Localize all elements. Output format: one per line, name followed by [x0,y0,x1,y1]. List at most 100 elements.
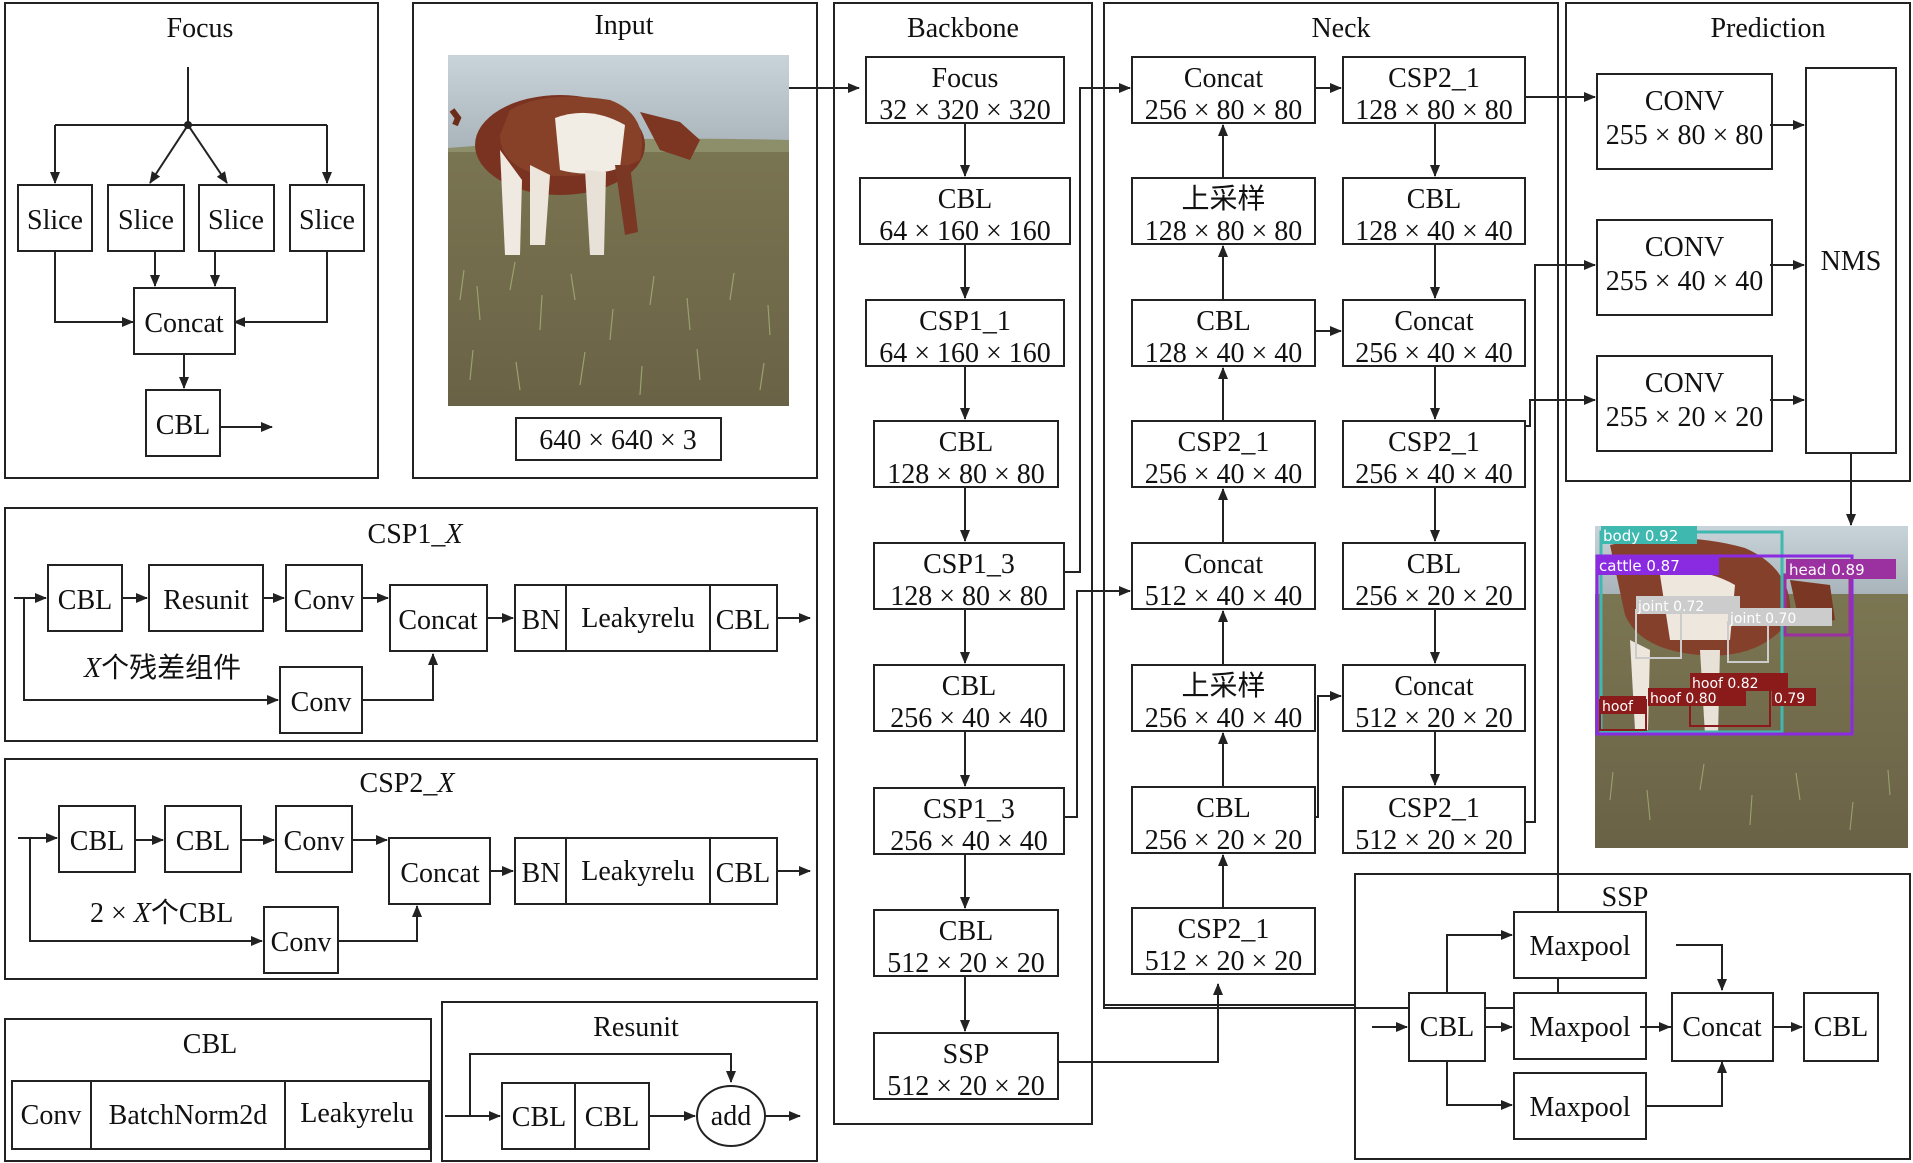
backbone-block-2-label: CBL [938,184,992,215]
svg-text:Slice: Slice [118,205,174,236]
backbone-block-1-dims: 32 × 320 × 320 [879,95,1051,126]
backbone-block-9-dims: 512 × 20 × 20 [887,1071,1045,1102]
csp1-conv: Conv [285,564,363,632]
resunit-panel: Resunit CBL CBL add [441,1001,818,1162]
neck-title: Neck [1311,13,1370,44]
csp2-cbl-1: CBL [58,805,136,873]
prediction-conv-2-label: CONV [1645,232,1724,263]
focus-frame [4,2,379,479]
input-size-box: 640 × 640 × 3 [515,417,722,461]
focus-slice-3: Slice [198,184,275,252]
neck-left-block-1-dims: 256 × 80 × 80 [1145,95,1303,126]
svg-text:Resunit: Resunit [163,585,249,616]
ssp-maxpool-1: Maxpool [1513,911,1647,979]
resunit-cbl-1: CBL [512,1102,566,1133]
csp2-frame [4,758,818,980]
csp1-bn: BN [522,605,561,636]
svg-text:Slice: Slice [299,205,355,236]
svg-text:hoof 0.80: hoof 0.80 [1650,691,1717,707]
csp2-cbl-out: CBL [716,858,770,889]
det-label-hoof-4: 0.79 [1772,688,1816,707]
neck-left-block-3-dims: 128 × 40 × 40 [1145,338,1303,369]
resunit-cbl-2: CBL [585,1102,639,1133]
neck-right-block-3-dims: 256 × 40 × 40 [1355,338,1513,369]
ssp-concat: Concat [1671,992,1774,1062]
csp2-note: 2 × X个CBL [90,898,233,929]
svg-text:Conv: Conv [271,927,332,958]
neck-right-block-4-dims: 256 × 40 × 40 [1355,459,1513,490]
neck-right-block-2-label: CBL [1407,184,1461,215]
neck-frame [1103,2,1559,1009]
backbone-block-7-dims: 256 × 40 × 40 [890,826,1048,857]
backbone-neck-connectors [1058,83,1355,1063]
neck-left-block-6-dims: 256 × 40 × 40 [1145,703,1303,734]
svg-text:Slice: Slice [208,205,264,236]
prediction-conv-1-label: CONV [1645,86,1724,117]
backbone-block-3-label: CSP1_1 [919,306,1011,337]
neck-right-block-2-dims: 128 × 40 × 40 [1355,216,1513,247]
backbone-block-7-label: CSP1_3 [923,794,1015,825]
svg-text:CBL: CBL [58,585,112,616]
backbone-block-3-dims: 64 × 160 × 160 [879,338,1051,369]
ssp-maxpool-3: Maxpool [1513,1072,1647,1140]
backbone-block-4-dims: 128 × 80 × 80 [887,459,1045,490]
csp2-concat: Concat [388,837,491,905]
backbone-block-3: CSP1_164 × 160 × 160 [865,299,1065,369]
nms-block: NMS [1805,67,1897,454]
csp1-concat: Concat [389,584,488,652]
det-label-body: body 0.92 [1601,526,1697,545]
det-label-hoof-3: hoof [1600,696,1646,715]
svg-text:add: add [711,1101,751,1132]
neck-right-block-7-dims: 512 × 20 × 20 [1355,825,1513,856]
prediction-conv-2-dims: 255 × 40 × 40 [1606,266,1764,297]
det-label-joint-2: joint 0.70 [1728,608,1832,627]
resunit-frame [441,1001,818,1162]
backbone-block-4-label: CBL [939,427,993,458]
neck-left-block-4-label: CSP2_1 [1178,427,1270,458]
det-label-cattle: cattle 0.87 [1597,555,1719,575]
csp1-resunit: Resunit [148,564,264,632]
focus-slice-1: Slice [17,184,93,252]
neck-left-block-5-label: Concat [1184,549,1264,580]
csp1-leakyrelu: Leakyrelu [581,603,695,634]
input-panel: Input 640 × 640 × 3 [412,2,860,479]
resunit-add: add [696,1085,766,1147]
csp1-note: X个残差组件 [83,652,241,684]
svg-text:Concat: Concat [398,605,478,636]
backbone-block-5-label: CSP1_3 [923,549,1015,580]
focus-concat: Concat [133,287,236,355]
svg-text:Maxpool: Maxpool [1529,1012,1630,1043]
backbone-block-5-dims: 128 × 80 × 80 [890,581,1048,612]
csp1-frame [4,507,818,742]
backbone-block-6-label: CBL [942,671,996,702]
neck-right-block-5-dims: 256 × 20 × 20 [1355,581,1513,612]
csp2-cbl-2: CBL [164,805,242,873]
csp2-conv: Conv [275,805,353,873]
neck-left-block-7-dims: 256 × 20 × 20 [1145,825,1303,856]
neck-right-block-6-label: Concat [1394,671,1474,702]
csp1-conv-2: Conv [279,666,363,734]
svg-text:Concat: Concat [144,308,224,339]
csp1-cbl: CBL [47,564,123,632]
neck-right-block-5-label: CBL [1407,549,1461,580]
svg-text:Maxpool: Maxpool [1529,1092,1630,1123]
focus-cbl: CBL [145,389,221,457]
ssp-maxpool-2: Maxpool [1513,992,1647,1060]
neck-left-block-3-label: CBL [1196,306,1250,337]
